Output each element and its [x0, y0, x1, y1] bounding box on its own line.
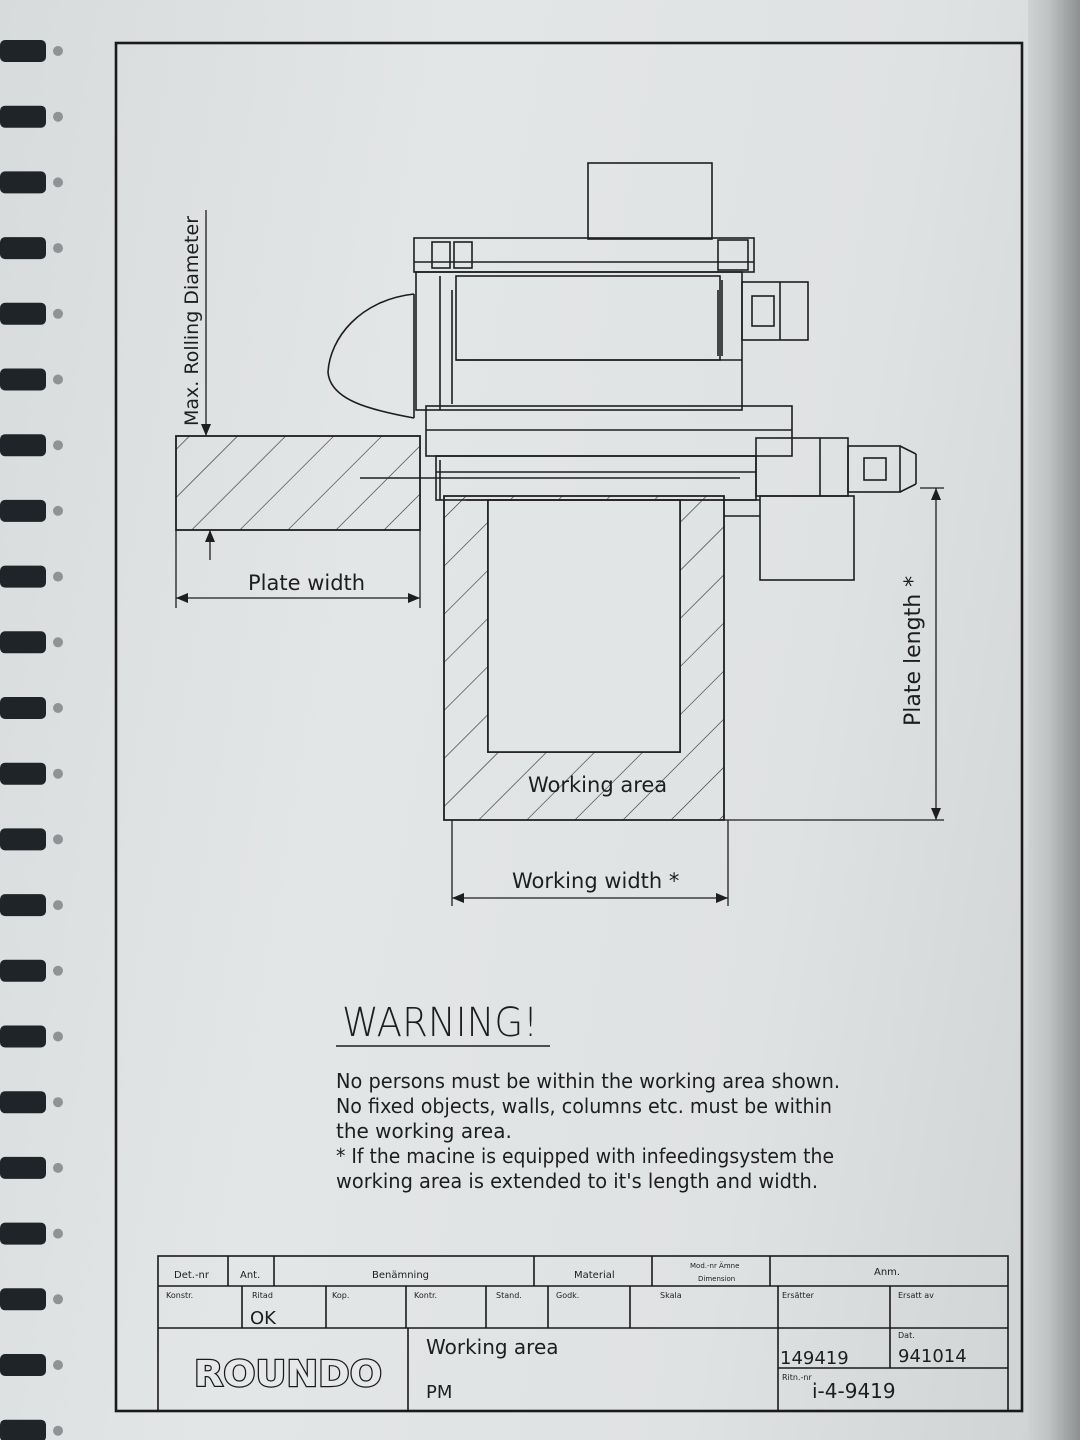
binding-hole	[53, 1097, 63, 1108]
warning-heading: WARNING!	[342, 1000, 538, 1046]
working-area-label: Working area	[528, 773, 667, 797]
binding-coil	[0, 434, 46, 457]
tb-konstr: Konstr.	[166, 1291, 193, 1300]
binding-coil	[0, 40, 46, 62]
binding-hole	[53, 703, 63, 713]
tb-kontr: Kontr.	[414, 1291, 437, 1300]
tb-ritn-number: i-4-9419	[812, 1379, 896, 1403]
binding-hole	[53, 374, 63, 385]
tb-dimension: Dimension	[698, 1275, 735, 1283]
binding-coil	[0, 499, 46, 522]
tb-ersatt-av: Ersatt av	[898, 1291, 934, 1300]
tb-kop: Kop.	[332, 1291, 349, 1300]
warning-section: WARNING! No persons must be within the w…	[336, 1000, 840, 1193]
binding-coil	[0, 959, 46, 982]
binding-coil	[0, 302, 46, 325]
tb-mod-nr: Mod.-nr Ämne	[690, 1261, 739, 1270]
plate-width-label: Plate width	[248, 571, 365, 595]
tb-ritad-value: OK	[250, 1308, 277, 1329]
binding-hole	[53, 637, 63, 648]
binding-hole	[53, 243, 63, 254]
binding-hole	[53, 1294, 63, 1305]
binding-hole	[53, 900, 63, 911]
binding-coil	[0, 631, 46, 654]
tb-subtitle: PM	[426, 1382, 452, 1403]
binding-coil	[0, 565, 46, 588]
binding-hole	[53, 1162, 63, 1173]
binding-hole	[53, 1031, 63, 1042]
plate-hatched	[175, 435, 421, 531]
tb-ritn-label: Ritn.-nr	[782, 1373, 812, 1382]
binding-coil	[0, 828, 46, 851]
binding-hole	[53, 768, 63, 779]
dimension-labels: Max. Rolling Diameter Plate width Plate …	[181, 216, 926, 893]
dimension-lines	[175, 210, 944, 906]
tb-benamning: Benämning	[372, 1270, 429, 1281]
binding-coil	[0, 1419, 46, 1440]
binding-hole	[53, 308, 63, 319]
machine-drawing	[175, 162, 917, 821]
tb-det-nr: Det.-nr	[174, 1270, 210, 1281]
warning-line-5: working area is extended to it's length …	[336, 1169, 818, 1193]
binding-coil	[0, 1091, 46, 1114]
binding-coil	[0, 237, 46, 260]
binding-hole	[53, 111, 63, 122]
binding-hole	[53, 1228, 63, 1239]
binding-hole	[53, 834, 63, 845]
binding-coil	[0, 1288, 46, 1311]
binding-coil	[0, 171, 46, 194]
binding-hole	[53, 571, 63, 582]
binding-hole	[53, 46, 63, 56]
tb-ritad: Ritad	[252, 1291, 273, 1300]
page-stack-edge	[1028, 0, 1080, 1440]
binding-coil	[0, 1222, 46, 1245]
binding-coil	[0, 697, 46, 719]
roundo-logo: ROUNDO	[194, 1354, 382, 1395]
tb-material: Material	[574, 1270, 615, 1281]
tb-date: 941014	[898, 1346, 967, 1367]
warning-line-2: No fixed objects, walls, columns etc. mu…	[336, 1094, 832, 1118]
binding-hole	[53, 505, 63, 516]
warning-line-4: * If the macine is equipped with infeedi…	[336, 1144, 834, 1168]
plate-length-label: Plate length *	[901, 576, 926, 726]
tb-title: Working area	[426, 1335, 559, 1359]
binding-coil	[0, 762, 46, 785]
binding-coil	[0, 1025, 46, 1048]
tb-stand: Stand.	[496, 1291, 522, 1300]
binding-coil	[0, 894, 46, 917]
tb-ant: Ant.	[240, 1270, 260, 1281]
tb-godk: Godk.	[556, 1291, 579, 1300]
binding-hole	[53, 965, 63, 976]
binding-hole	[53, 1360, 63, 1370]
binding-coil	[0, 1354, 46, 1376]
binding-coil	[0, 368, 46, 391]
warning-line-3: the working area.	[336, 1119, 512, 1143]
max-rolling-diameter-label: Max. Rolling Diameter	[181, 216, 203, 426]
binding-hole	[53, 1425, 63, 1436]
warning-line-1: No persons must be within the working ar…	[336, 1069, 840, 1093]
binding-hole	[53, 177, 63, 188]
spiral-binding	[0, 40, 63, 1440]
title-block: Det.-nr Ant. Benämning Material Mod.-nr …	[157, 1255, 1009, 1412]
tb-drawing-number: 149419	[780, 1348, 849, 1369]
tb-anm: Anm.	[874, 1267, 900, 1278]
tb-dat-label: Dat.	[898, 1331, 915, 1340]
binding-coil	[0, 105, 46, 128]
working-width-label: Working width *	[512, 869, 679, 893]
binding-coil	[0, 1156, 46, 1179]
binding-hole	[53, 440, 63, 451]
tb-skala: Skala	[660, 1291, 682, 1300]
tb-ersatter: Ersätter	[782, 1291, 815, 1300]
